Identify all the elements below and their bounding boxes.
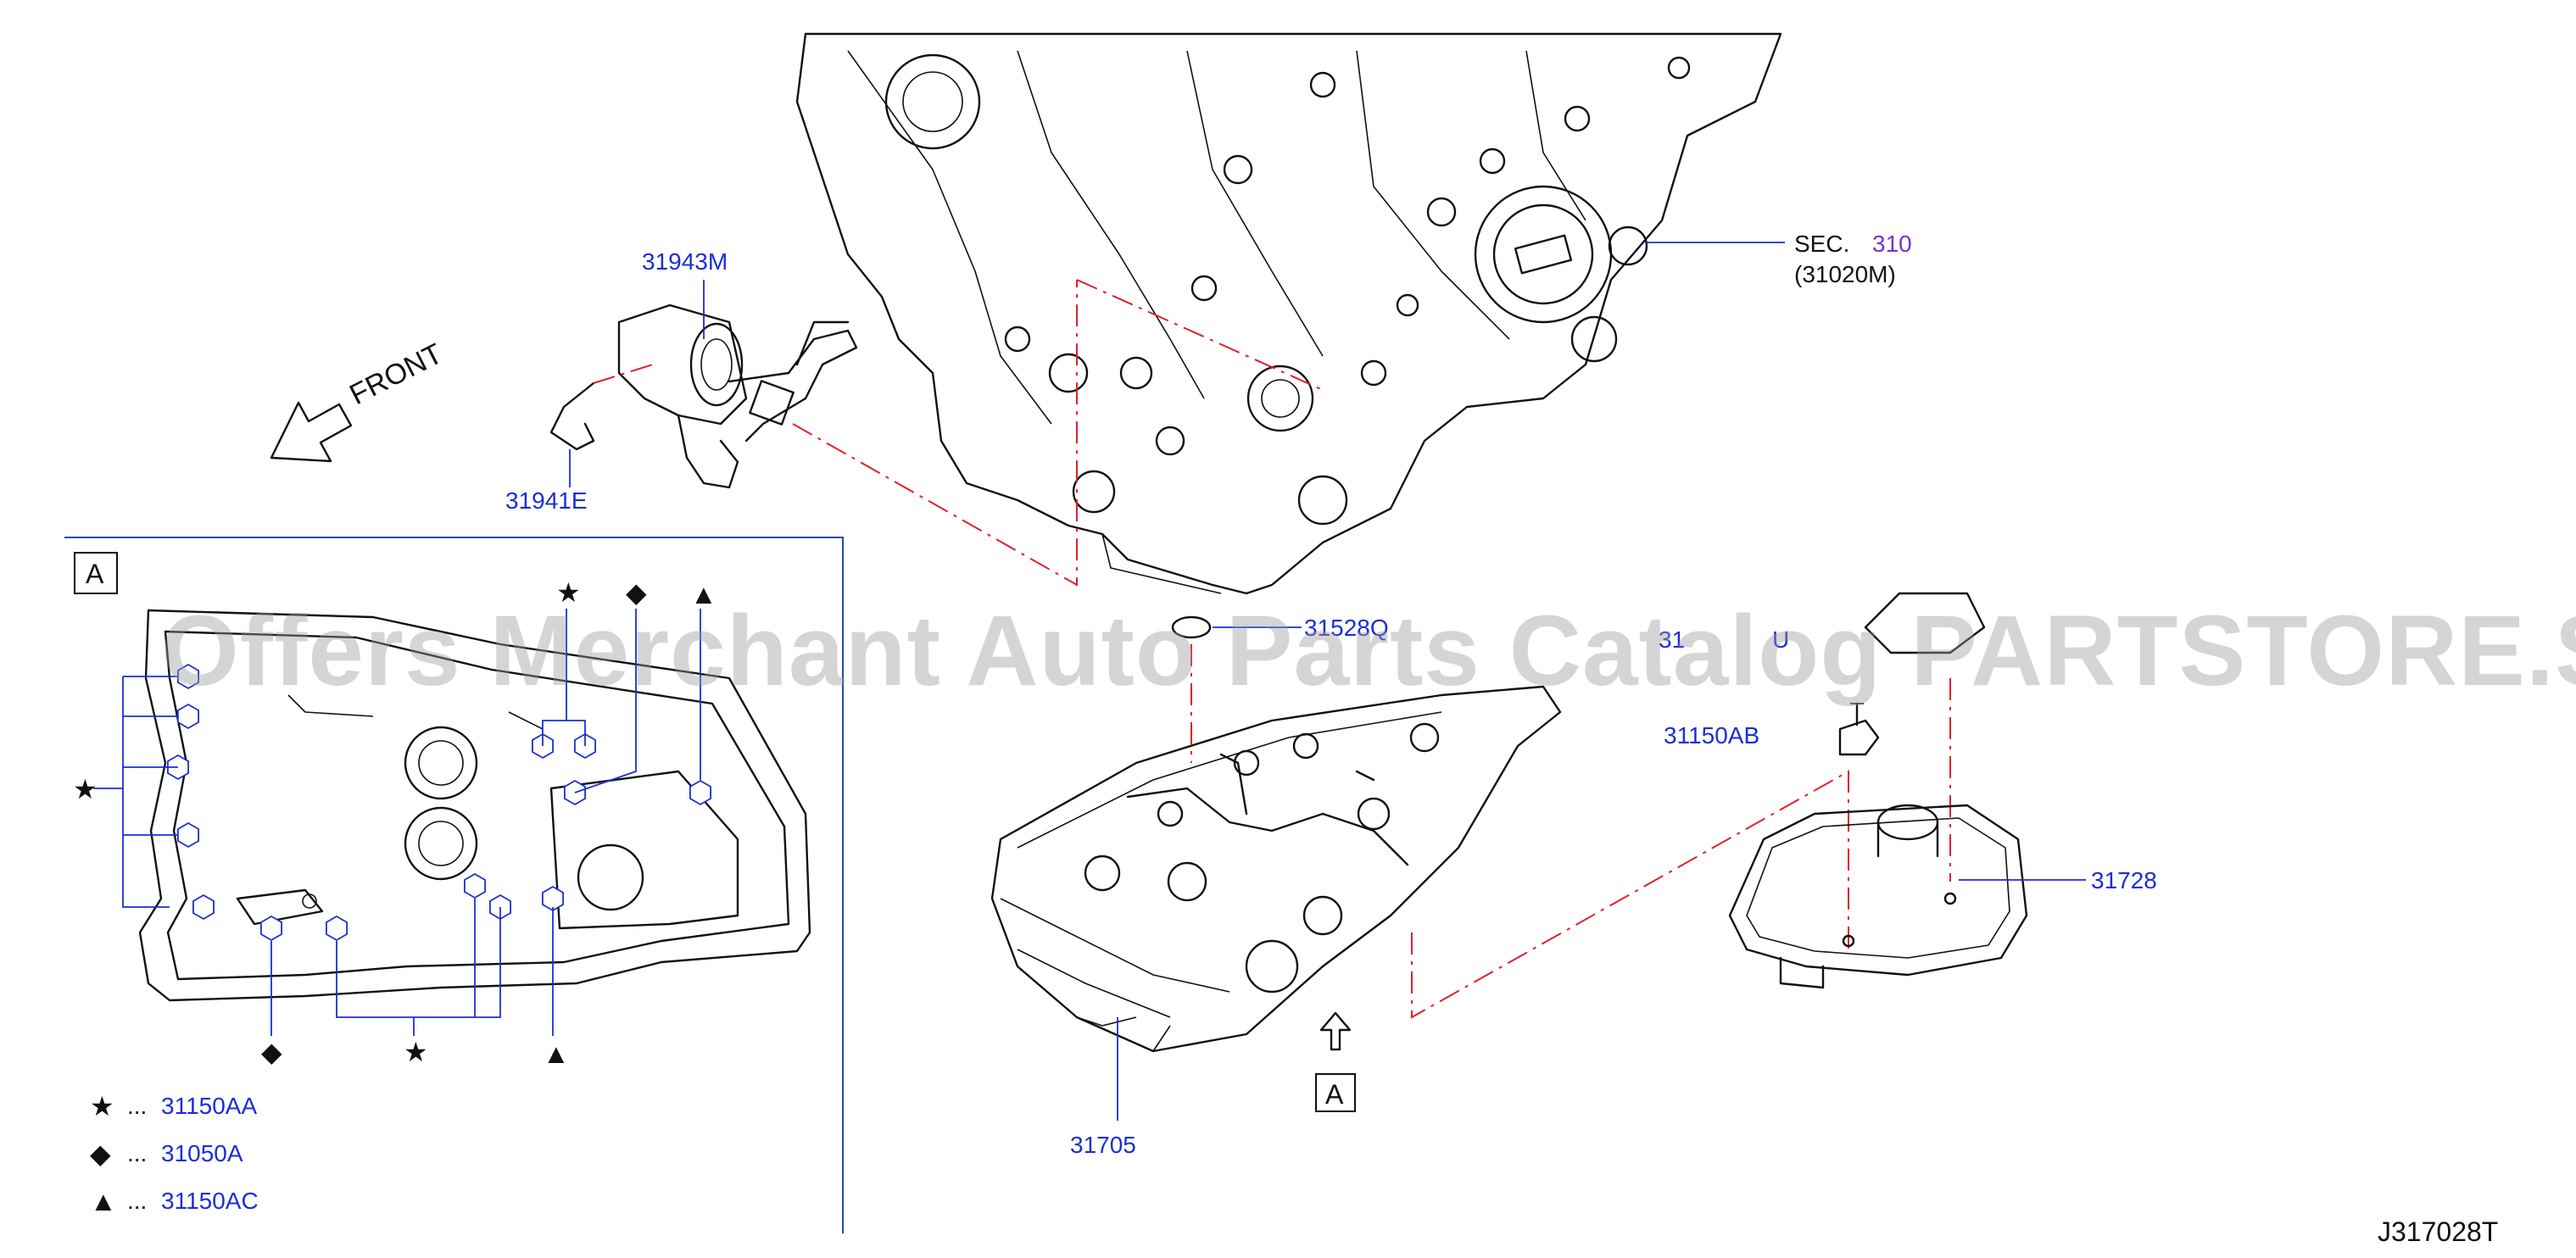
- plate-drawing: [1864, 592, 1986, 654]
- solenoid-harness-drawing: [617, 303, 858, 489]
- legend-part-31050A[interactable]: 31050A: [161, 1140, 243, 1166]
- label-31xx0U-tail: U: [1772, 626, 1789, 653]
- label-31941E[interactable]: 31941E: [505, 487, 588, 514]
- bolt-hex-icon: [176, 821, 200, 849]
- sec-number-link[interactable]: 310: [1872, 231, 1912, 257]
- label-31943M[interactable]: 31943M: [642, 248, 728, 275]
- legend: ★ ... 31150AA ◆ ... 31050A ▲ ... 31150AC: [90, 1091, 259, 1216]
- diagram-code: J317028T: [2378, 1216, 2498, 1247]
- view-arrow-icon: [1319, 1011, 1352, 1051]
- sec-sub-part: (31020M): [1794, 261, 1896, 287]
- bolt-hex-icon: [176, 703, 200, 730]
- view-a-label[interactable]: A: [1325, 1079, 1344, 1110]
- legend-star-icon: ★: [90, 1091, 114, 1122]
- top-diamond-icon: ◆: [626, 577, 647, 608]
- bolt-hex-icon: [542, 885, 564, 912]
- legend-part-31150AC[interactable]: 31150AC: [161, 1188, 259, 1214]
- view-a-box: [1315, 1073, 1356, 1112]
- inset-a-box: [74, 552, 118, 594]
- label-31705[interactable]: 31705: [1070, 1132, 1136, 1158]
- legend-dots: ...: [127, 1140, 147, 1166]
- legend-diamond-icon: ◆: [90, 1138, 111, 1169]
- bolt-hex-icon: [192, 893, 215, 921]
- front-label: FRONT: [344, 337, 448, 411]
- control-valve-drawing: [990, 685, 1562, 1053]
- bolt-hex-icon: [325, 915, 348, 942]
- bolt-hex-icon: [259, 915, 283, 942]
- left-star-icon: ★: [73, 774, 98, 804]
- phantom-line: [1411, 770, 1849, 1019]
- bolt-drawing: [1838, 702, 1880, 756]
- clip-drawing: [549, 381, 595, 451]
- bolt-hex-icon: [464, 872, 486, 899]
- top-triangle-icon: ▲: [690, 579, 717, 610]
- label-31528Q[interactable]: 31528Q: [1304, 615, 1389, 641]
- strainer-drawing: [1728, 804, 2028, 989]
- bottom-star-icon: ★: [404, 1037, 428, 1067]
- legend-triangle-icon: ▲: [90, 1186, 117, 1216]
- legend-part-31150AA[interactable]: 31150AA: [161, 1093, 257, 1119]
- inset-frame: [64, 537, 844, 1233]
- bottom-diamond-icon: ◆: [261, 1037, 282, 1067]
- bolt-hex-icon: [689, 779, 711, 806]
- inset-valve-body-drawing: [138, 609, 811, 1002]
- legend-dots: ...: [127, 1188, 147, 1214]
- inset-leaders: [93, 609, 701, 1036]
- bolt-hex-icon: [176, 663, 200, 690]
- label-31728[interactable]: 31728: [2091, 867, 2157, 893]
- phantom-line: [792, 280, 1078, 587]
- label-31xx0U[interactable]: 31: [1659, 626, 1685, 653]
- bottom-triangle-icon: ▲: [543, 1038, 570, 1069]
- legend-dots: ...: [127, 1093, 147, 1119]
- o-ring-drawing: [1171, 615, 1212, 639]
- front-arrow-icon: [270, 401, 353, 463]
- top-star-icon: ★: [556, 577, 581, 608]
- inset-a-label: A: [86, 559, 104, 589]
- watermark-text: Offers Merchant Auto Parts Catalog PARTS…: [161, 595, 2576, 707]
- phantom-line: [593, 364, 654, 384]
- sec-prefix: SEC.: [1794, 231, 1849, 257]
- phantom-line: [1076, 279, 1324, 391]
- label-31150AB[interactable]: 31150AB: [1664, 722, 1759, 749]
- transmission-case-drawing: [795, 32, 1782, 595]
